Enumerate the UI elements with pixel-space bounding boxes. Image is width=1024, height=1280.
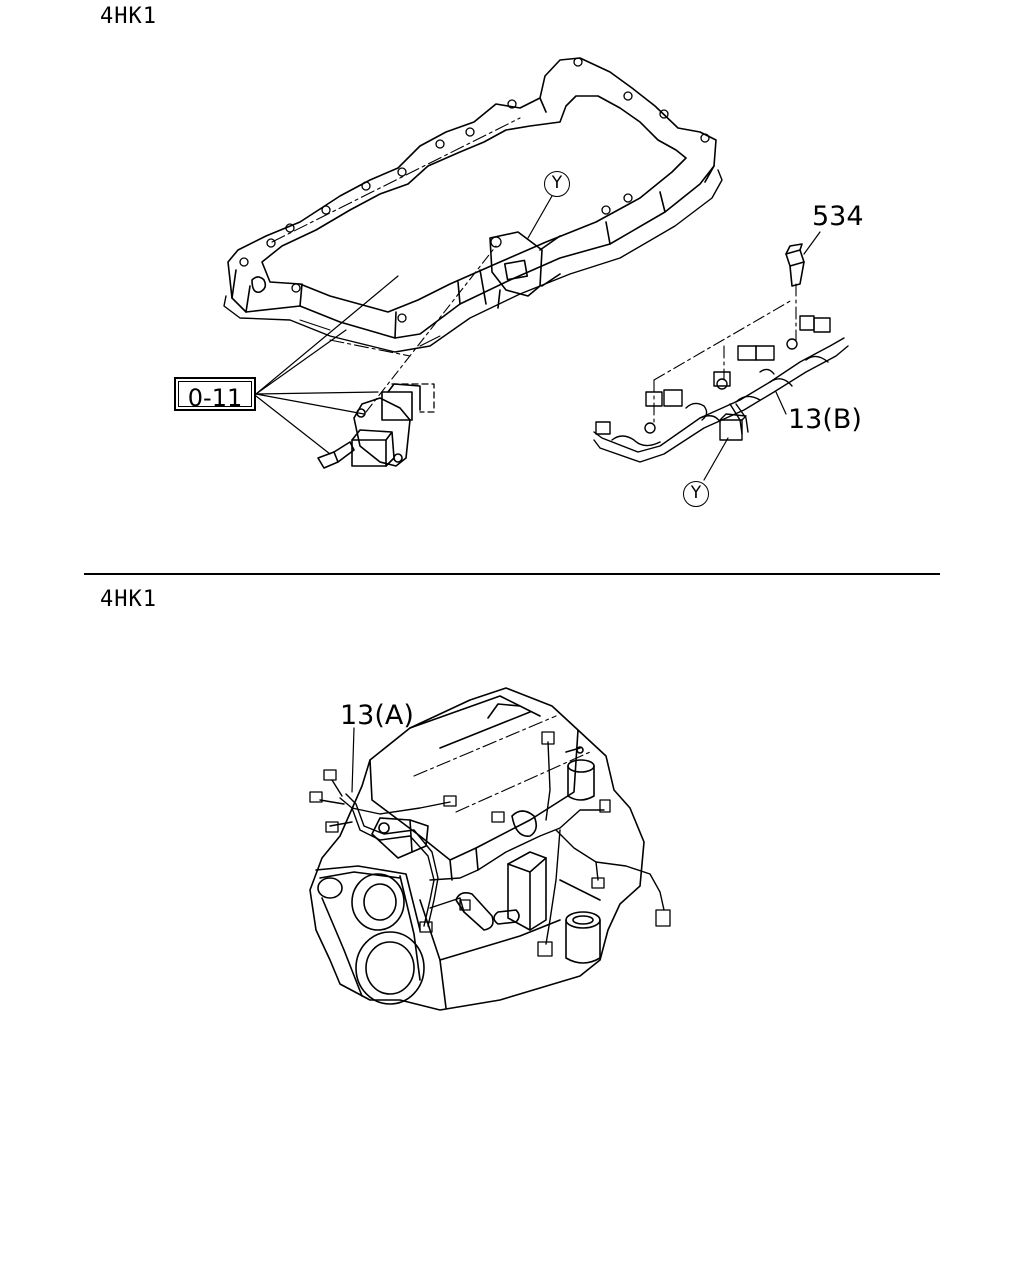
flange-bolt-holes [240,58,709,322]
front-pulleys [316,866,424,1004]
section-divider [84,573,940,575]
harness-a-connectors [310,732,670,956]
filter-canisters [566,760,600,963]
tag-y-upper: Y [544,171,570,197]
oil-pan-assembly-drawing [0,0,1024,580]
sensor-mount-bracket [490,232,542,296]
oil-pan-frame-inner [262,96,686,312]
gasket [224,170,722,352]
callout-harness-13b: 13(B) [788,404,862,435]
reference-box-0-11[interactable]: 0-11 [174,377,256,412]
tag-y-lower: Y [683,481,709,507]
model-label-bottom: 4HK1 [100,587,157,612]
reference-box-label: 0-11 [187,384,243,412]
bolt-534 [786,244,804,286]
sensor-assembly [352,384,420,466]
callout-bolt-534: 534 [812,201,864,232]
oil-pan-frame-outer [228,58,716,338]
small-bolt [318,442,354,468]
model-label-top: 4HK1 [100,4,157,29]
engine-block [310,688,644,1010]
wiring-harness-b [594,316,848,462]
callout-harness-13a: 13(A) [340,700,414,731]
wiring-harness-a [320,742,664,944]
